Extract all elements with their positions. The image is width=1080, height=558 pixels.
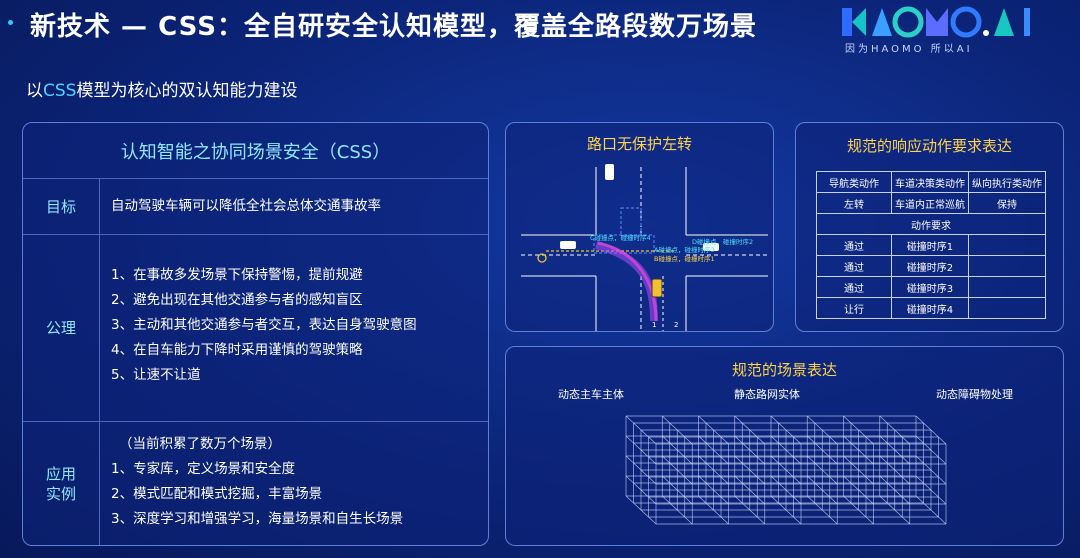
- grid-line: [879, 475, 910, 505]
- grid-line: [807, 475, 838, 505]
- row-label: 目标: [23, 179, 100, 234]
- grid-line: [879, 455, 910, 485]
- scene-label-ego: 动态主车主体: [558, 388, 624, 401]
- grid-line: [734, 415, 765, 445]
- page-title: 新技术 — CSS：全自研安全认知模型，覆盖全路段数万场景: [30, 12, 757, 42]
- svg-text:D碰撞点，碰撞时序2: D碰撞点，碰撞时序2: [692, 237, 753, 246]
- grid-line: [734, 475, 765, 505]
- svg-text:A碰撞点，碰撞时序3: A碰撞点，碰撞时序3: [654, 245, 715, 254]
- grid-line: [915, 415, 947, 445]
- grid-line: [843, 475, 874, 505]
- grid-line: [734, 455, 765, 485]
- scene-label-obstacles: 动态障碍物处理: [936, 388, 1013, 401]
- grid-line: [662, 435, 693, 465]
- grid-line: [807, 495, 838, 525]
- grid-line: [770, 455, 802, 485]
- grid-line: [662, 475, 693, 505]
- grid-line: [843, 495, 874, 525]
- grid-line: [625, 415, 657, 445]
- row-axioms: 公理 1、在事故多发场景下保持警惕，提前规避 2、避免出现在其他交通参与者的感知…: [23, 235, 488, 422]
- grid-line: [662, 415, 693, 445]
- grid-line: [843, 455, 874, 485]
- grid-line: [915, 475, 947, 505]
- grid-line: [662, 495, 693, 525]
- bullet-dot: [8, 20, 13, 25]
- row-applications: 应用 实例 （当前积累了数万个场景） 1、专家库，定义场景和安全度 2、模式匹配…: [23, 422, 488, 545]
- row-content: 1、在事故多发场景下保持警惕，提前规避 2、避免出现在其他交通参与者的感知盲区 …: [111, 267, 417, 383]
- scene-label-roadnet: 静态路网实体: [734, 388, 800, 401]
- grid-line: [770, 475, 802, 505]
- row-label: 应用 实例: [23, 422, 100, 545]
- row-content: 自动驾驶车辆可以降低全社会总体交通事故率: [111, 198, 381, 214]
- grid-line: [915, 435, 947, 465]
- panel-title: 规范的响应动作要求表达: [846, 137, 1012, 155]
- panel-title: 路口无保护左转: [586, 135, 692, 153]
- grid-line: [698, 455, 729, 485]
- grid-line: [879, 435, 910, 465]
- grid-line: [843, 415, 874, 445]
- grid-line: [698, 475, 729, 505]
- grid-line: [770, 435, 802, 465]
- grid-line: [625, 495, 657, 525]
- car-oncoming: [605, 164, 614, 180]
- left-turn-panel: 路口无保护左转 C碰撞点，碰撞时序4 D碰撞点，碰撞时序2: [505, 122, 774, 332]
- action-table: 导航类动作 车道决策类动作 纵向执行类动作 左转 车道内正常巡航 保持 动作要求…: [816, 171, 1046, 319]
- intersection-diagram: C碰撞点，碰撞时序4 D碰撞点，碰撞时序2 A碰撞点，碰撞时序3 B碰撞点，碰撞…: [521, 164, 768, 331]
- haomo-logo: [842, 6, 1030, 38]
- ego-car: [651, 278, 663, 298]
- logo-slogan: 因为HAOMO 所以AI: [845, 44, 973, 55]
- grid-line: [698, 495, 729, 525]
- grid-line: [625, 475, 657, 505]
- grid-line: [807, 415, 838, 445]
- grid-line: [770, 415, 802, 445]
- car-right: [703, 243, 719, 251]
- row-content: （当前积累了数万个场景） 1、专家库，定义场景和安全度 2、模式匹配和模式挖掘，…: [111, 436, 404, 527]
- car-left: [560, 241, 576, 249]
- scene-grid-cube: [625, 415, 947, 525]
- grid-line: [698, 415, 729, 445]
- row-label: 公理: [23, 235, 100, 421]
- grid-line: [662, 455, 693, 485]
- grid-line: [625, 435, 657, 465]
- row-goal: 目标 自动驾驶车辆可以降低全社会总体交通事故率: [23, 179, 488, 235]
- response-actions-panel: 规范的响应动作要求表达 导航类动作 车道决策类动作 纵向执行类动作 左转 车道内…: [795, 122, 1064, 332]
- grid-line: [915, 455, 947, 485]
- svg-text:1: 1: [652, 321, 656, 329]
- grid-line: [807, 455, 838, 485]
- grid-line: [807, 435, 838, 465]
- grid-line: [879, 495, 910, 525]
- section-subtitle: 以CSS模型为核心的双认知能力建设: [26, 81, 298, 101]
- bicycle-icon: [537, 253, 547, 263]
- css-definition-panel: 认知智能之协同场景安全（CSS） 目标 自动驾驶车辆可以降低全社会总体交通事故率…: [22, 122, 489, 546]
- scene-representation-panel: 规范的场景表达 动态主车主体 静态路网实体 动态障碍物处理: [505, 346, 1064, 546]
- grid-line: [625, 455, 657, 485]
- grid-line: [698, 435, 729, 465]
- grid-line: [915, 495, 947, 525]
- svg-text:2: 2: [674, 321, 678, 329]
- grid-line: [734, 435, 765, 465]
- panel-title: 认知智能之协同场景安全（CSS）: [23, 123, 488, 179]
- svg-text:C碰撞点，碰撞时序4: C碰撞点，碰撞时序4: [590, 233, 651, 242]
- svg-text:B碰撞点，碰撞时序1: B碰撞点，碰撞时序1: [654, 254, 715, 263]
- grid-line: [734, 495, 765, 525]
- grid-line: [843, 435, 874, 465]
- grid-line: [879, 415, 910, 445]
- panel-title: 规范的场景表达: [731, 361, 837, 379]
- grid-line: [770, 495, 802, 525]
